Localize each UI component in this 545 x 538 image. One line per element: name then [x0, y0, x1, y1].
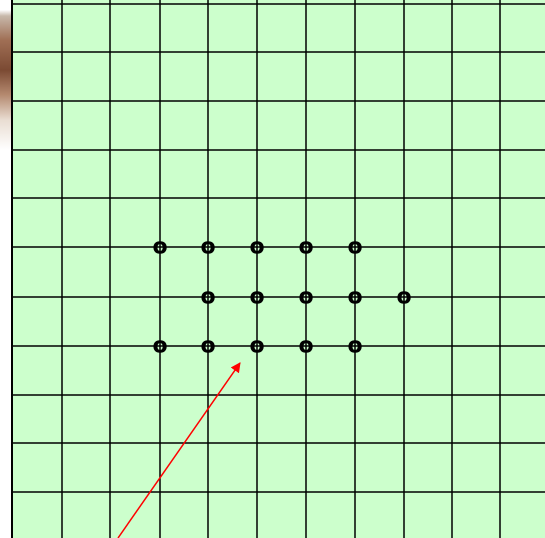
board-piece[interactable]: o	[347, 285, 362, 310]
board-background	[12, 0, 545, 538]
board-piece[interactable]: o	[396, 285, 411, 310]
board-piece[interactable]: o	[200, 334, 215, 359]
board-piece[interactable]: o	[152, 334, 167, 359]
board-piece[interactable]: o	[200, 235, 215, 260]
board-piece[interactable]: o	[200, 285, 215, 310]
board-piece[interactable]: o	[249, 235, 264, 260]
board-piece[interactable]: o	[298, 334, 313, 359]
board-piece[interactable]: o	[298, 285, 313, 310]
board-piece[interactable]: o	[249, 285, 264, 310]
board-piece[interactable]: o	[298, 235, 313, 260]
board-piece[interactable]: o	[347, 334, 362, 359]
board-piece[interactable]: o	[347, 235, 362, 260]
board-piece[interactable]: o	[249, 334, 264, 359]
board-piece[interactable]: o	[152, 235, 167, 260]
